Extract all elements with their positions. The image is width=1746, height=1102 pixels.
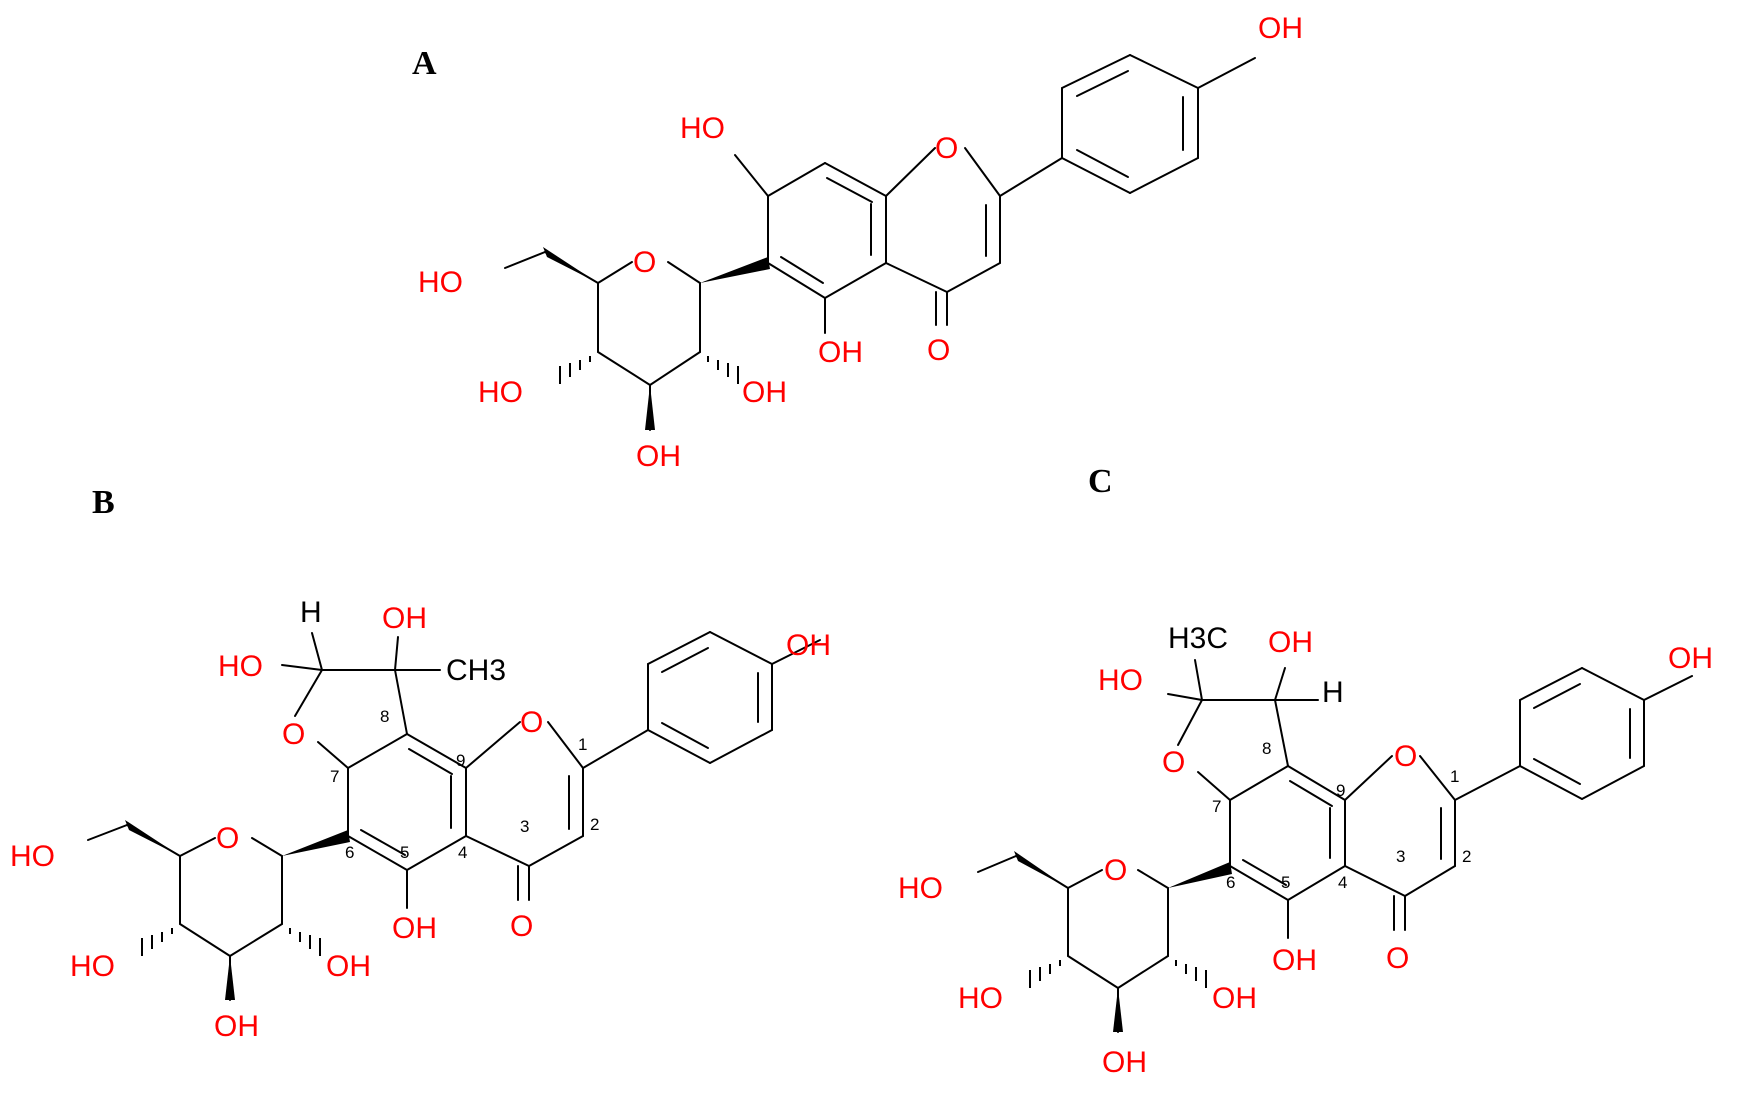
atom-label: OH xyxy=(1212,982,1257,1015)
atom-label: HO xyxy=(218,650,263,683)
atom-label: OH xyxy=(1258,12,1303,45)
position-number: 9 xyxy=(1336,781,1345,800)
atom-label: HO xyxy=(10,840,55,873)
atom-label: HO xyxy=(418,266,463,299)
hashed-bond xyxy=(289,928,321,956)
atom-label: O xyxy=(1162,746,1185,779)
position-number: 6 xyxy=(345,843,354,862)
wedge-bond xyxy=(1113,988,1123,1032)
atom-label: OH xyxy=(214,1010,259,1043)
wedge-bond xyxy=(225,956,235,1000)
position-number: 7 xyxy=(330,767,339,786)
atom-label: H xyxy=(1322,676,1344,709)
structure-c: C xyxy=(898,463,1713,1079)
atom-label: O xyxy=(633,246,656,279)
atom-label: O xyxy=(1394,740,1417,773)
atom-label: OH xyxy=(1268,626,1313,659)
wedge-bond xyxy=(1168,862,1232,888)
atom-label: OH xyxy=(1102,1046,1147,1079)
atom-label: O xyxy=(216,822,239,855)
bonds-b xyxy=(87,631,821,1001)
structure-a: A xyxy=(412,12,1303,473)
hashed-bond xyxy=(707,356,739,384)
position-number: 3 xyxy=(520,817,529,836)
atom-label: H xyxy=(300,596,322,629)
hashed-bond xyxy=(141,928,173,956)
atom-label: OH xyxy=(1272,944,1317,977)
position-number: 1 xyxy=(1450,767,1459,786)
position-number: 7 xyxy=(1212,797,1221,816)
position-number: 3 xyxy=(1396,847,1405,866)
atom-label: O xyxy=(1386,942,1409,975)
atom-label: HO xyxy=(1098,664,1143,697)
structure-b: B xyxy=(10,484,831,1043)
position-number: 8 xyxy=(1262,739,1271,758)
wedge-bond xyxy=(282,830,350,856)
wedge-bond xyxy=(700,257,770,283)
atom-label: OH xyxy=(392,912,437,945)
position-number: 2 xyxy=(590,815,599,834)
atom-label: O xyxy=(1104,854,1127,887)
atom-label: OH xyxy=(636,440,681,473)
panel-label-b: B xyxy=(92,484,115,521)
atom-label: O xyxy=(935,132,958,165)
position-number: 8 xyxy=(380,707,389,726)
atom-label: OH xyxy=(382,602,427,635)
atom-label: HO xyxy=(898,872,943,905)
hashed-bond xyxy=(1175,960,1207,988)
atom-label: HO xyxy=(680,112,725,145)
wedge-bond xyxy=(125,820,180,856)
panel-label-c: C xyxy=(1088,463,1113,500)
atom-label: OH xyxy=(742,376,787,409)
position-number: 4 xyxy=(1338,873,1347,892)
bonds-a xyxy=(504,54,1256,431)
atom-label: O xyxy=(510,910,533,943)
wedge-bond xyxy=(645,385,655,430)
atom-label: OH xyxy=(818,336,863,369)
wedge-bond xyxy=(1014,851,1068,888)
position-number: 2 xyxy=(1462,847,1471,866)
atom-label: HO xyxy=(70,950,115,983)
position-number: 5 xyxy=(1281,873,1290,892)
atom-label: O xyxy=(927,334,950,367)
bonds-c xyxy=(977,659,1693,1033)
panel-label-a: A xyxy=(412,45,437,82)
atom-label: CH3 xyxy=(446,654,506,687)
atom-label: H3C xyxy=(1168,622,1228,655)
hashed-bond xyxy=(1029,960,1061,988)
position-number: 5 xyxy=(400,843,409,862)
atom-label: HO xyxy=(478,376,523,409)
hashed-bond xyxy=(559,356,591,384)
atom-label: O xyxy=(282,718,305,751)
atom-label: OH xyxy=(1668,642,1713,675)
position-number: 9 xyxy=(456,751,465,770)
position-number: 6 xyxy=(1226,873,1235,892)
atom-label: OH xyxy=(786,629,831,662)
wedge-bond xyxy=(543,247,598,283)
atom-label: HO xyxy=(958,982,1003,1015)
position-number: 4 xyxy=(458,843,467,862)
atom-label: O xyxy=(520,706,543,739)
position-number: 1 xyxy=(578,735,587,754)
atom-label: OH xyxy=(326,950,371,983)
